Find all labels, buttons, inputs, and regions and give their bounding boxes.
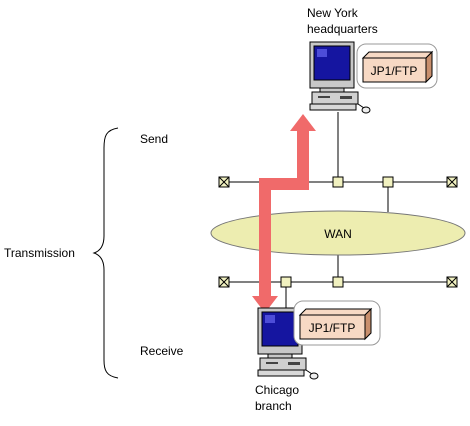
hq-computer (309, 41, 371, 114)
hq-ftp-badge-label: JP1/FTP (371, 64, 418, 78)
hq-ftp-badge: JP1/FTP (356, 43, 438, 89)
bidirectional-transfer-arrow-icon (252, 114, 316, 313)
transmission-label: Transmission (4, 246, 75, 260)
top-terminator-right (446, 176, 458, 188)
top-terminator-left (218, 176, 230, 188)
top-junction-wan (382, 176, 394, 188)
wan-cloud (210, 210, 466, 256)
hq-name-line2: headquarters (307, 22, 378, 36)
send-label: Send (140, 132, 168, 146)
top-junction-hq (332, 176, 344, 188)
receive-label: Receive (140, 344, 184, 358)
branch-ftp-badge-label: JP1/FTP (309, 321, 356, 335)
branch-name-line2: branch (255, 399, 292, 413)
branch-ftp-badge: JP1/FTP (293, 300, 381, 346)
wan-label: WAN (324, 227, 352, 241)
hq-name-line1: New York (307, 6, 359, 20)
branch-name-line1: Chicago (255, 383, 299, 397)
bottom-terminator-left (218, 276, 230, 288)
bottom-terminator-right (446, 276, 458, 288)
desktop-computer-icon (309, 41, 371, 114)
bottom-junction-wan (332, 276, 344, 288)
curly-brace-icon (92, 127, 119, 379)
bottom-junction-branch (280, 276, 292, 288)
